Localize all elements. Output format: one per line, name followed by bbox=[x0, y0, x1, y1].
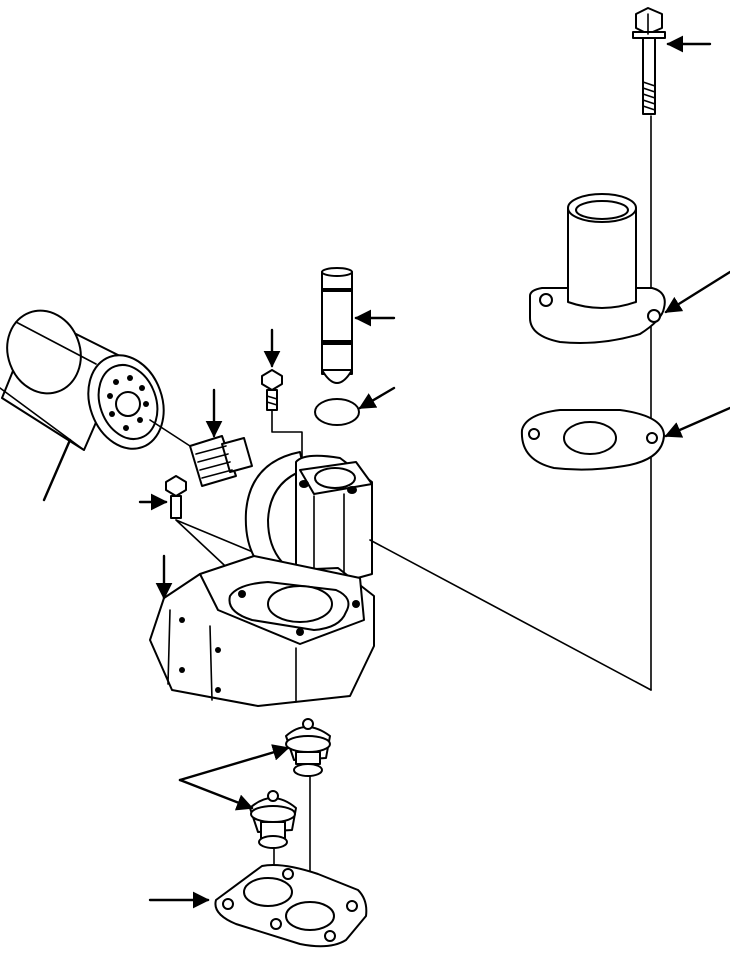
filter-leader-line bbox=[42, 438, 72, 502]
elbow-leader-arrow bbox=[664, 270, 730, 314]
filter-axis-line bbox=[149, 419, 191, 447]
sensor-plug bbox=[321, 267, 353, 384]
thermostat-leader-arrow-2 bbox=[178, 778, 254, 811]
small-bolt-path bbox=[271, 409, 303, 471]
o-ring-leader-arrow bbox=[358, 386, 396, 410]
elbow-gasket bbox=[520, 409, 665, 471]
housing-centerline bbox=[369, 539, 652, 691]
bolt bbox=[632, 7, 666, 115]
thermostat-housing bbox=[149, 451, 375, 707]
mounting-bolt bbox=[165, 475, 187, 519]
water-outlet-elbow bbox=[529, 193, 666, 344]
oil-filter-cartridge bbox=[0, 309, 165, 451]
housing-gasket bbox=[214, 864, 368, 948]
o-ring bbox=[314, 398, 360, 426]
fitting bbox=[189, 435, 253, 487]
thermostat-lower bbox=[249, 790, 297, 849]
gasket-leader-arrow bbox=[664, 406, 730, 438]
small-bolt bbox=[261, 369, 283, 411]
thermostat-upper bbox=[285, 718, 331, 777]
thermostat-leader-arrows bbox=[178, 744, 290, 782]
